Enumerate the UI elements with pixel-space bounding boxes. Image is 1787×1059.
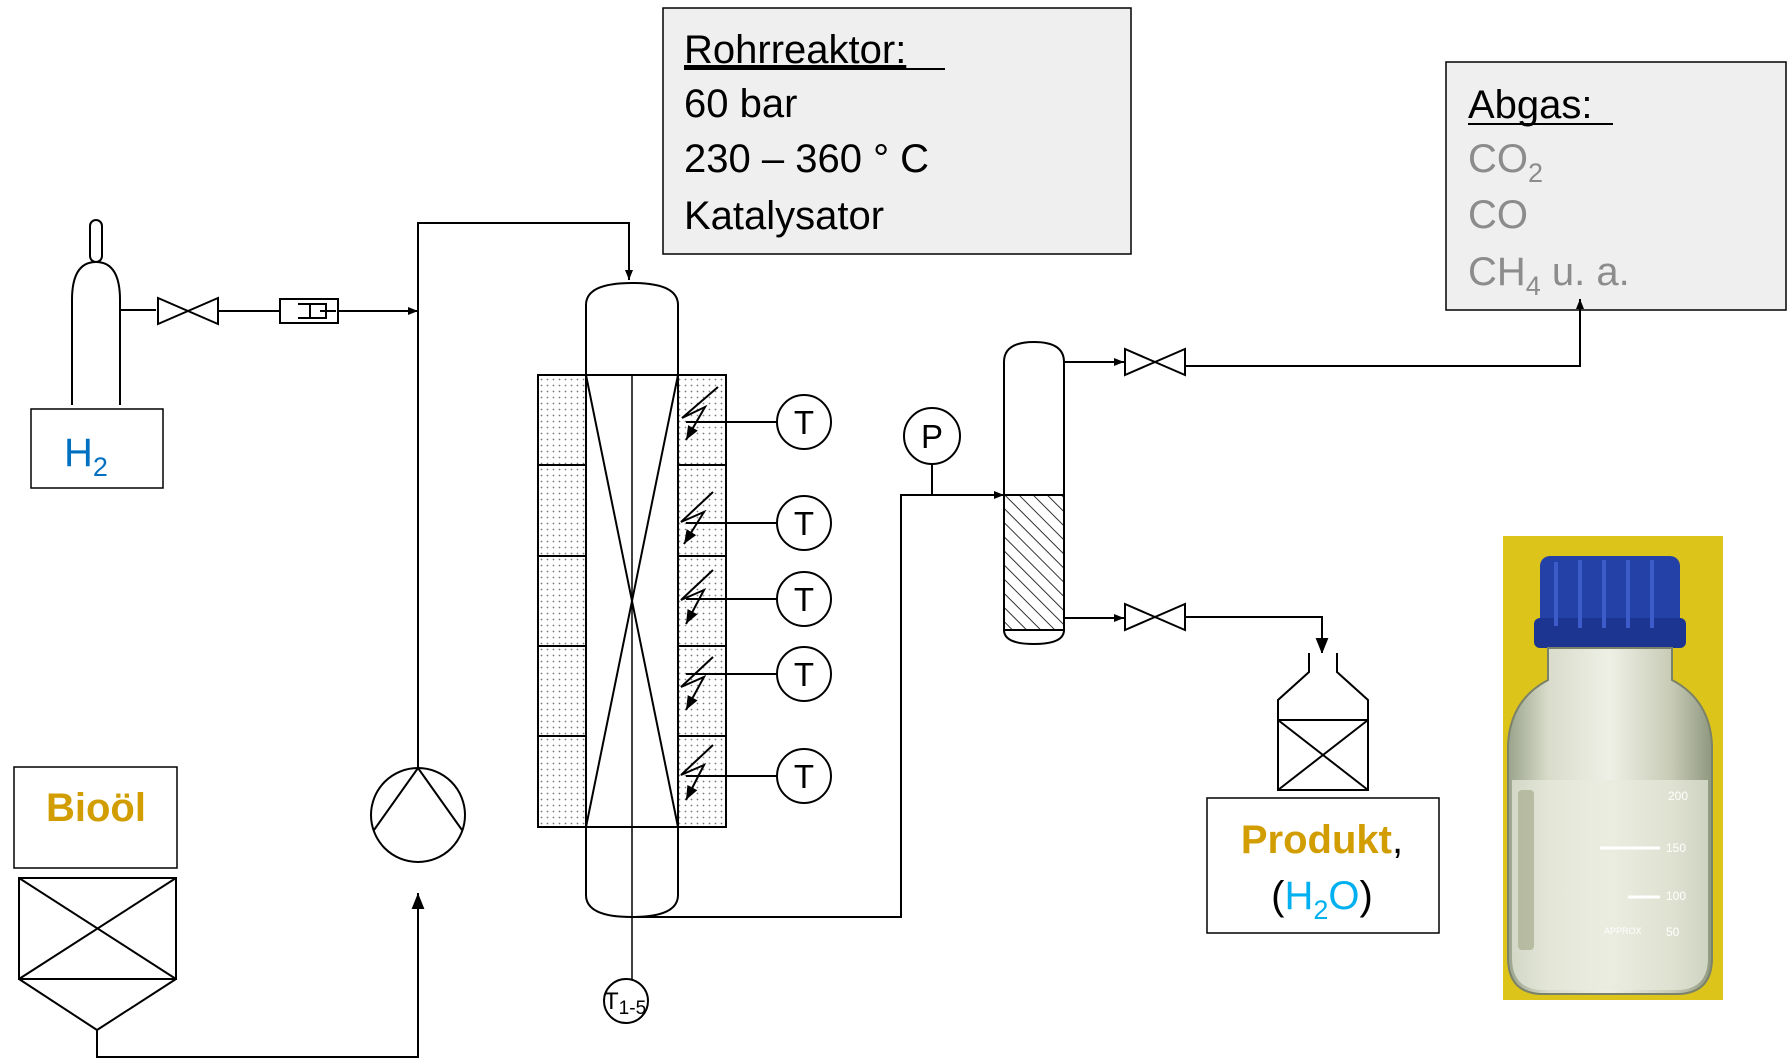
abgas-title: Abgas:: [1468, 83, 1593, 127]
multipoint-thermocouple: T1-5: [603, 978, 649, 1024]
svg-text:150: 150: [1666, 841, 1686, 855]
temperature-sensor: T: [680, 744, 832, 804]
reactor-pressure: 60 bar: [684, 82, 797, 126]
svg-text:T1-5: T1-5: [604, 988, 646, 1019]
abgas-ch4: CH4 u. a.: [1468, 250, 1630, 301]
svg-text:T: T: [794, 505, 814, 542]
temperature-sensor: T: [680, 569, 832, 627]
h2-feed-line: [157, 296, 418, 326]
reactor-outlet-line: [632, 464, 1004, 918]
temperature-sensors: T T T T T: [680, 386, 832, 804]
svg-text:T: T: [794, 581, 814, 618]
temperature-sensor: T: [681, 386, 832, 450]
abgas-co2: CO2: [1468, 137, 1543, 188]
flow-meter-icon: [279, 298, 339, 324]
biooel-label: Bioöl: [46, 786, 146, 830]
tube-reactor: [537, 281, 727, 983]
feed-line-to-reactor: [417, 222, 633, 768]
tank-icon: [18, 877, 177, 1032]
valve-icon: [157, 296, 219, 326]
h2-label: H2: [64, 431, 108, 482]
reactor-catalyst: Katalysator: [684, 194, 884, 238]
abgas-box: Abgas: CO2 CO CH4 u. a.: [1445, 61, 1787, 311]
h2-box: H2: [30, 408, 164, 489]
product-vessel-icon: [1277, 653, 1369, 791]
temperature-sensor: T: [680, 646, 832, 711]
svg-text:50: 50: [1666, 925, 1680, 939]
gas-cylinder-icon: [71, 219, 156, 405]
bottle-photo: 200 150 100 50 APPROX: [1503, 536, 1723, 1000]
svg-text:T: T: [794, 404, 814, 441]
reactor-box-title: Rohrreaktor:: [684, 28, 906, 72]
heating-jacket: [537, 374, 727, 828]
produkt-box: Produkt, (H2O): [1206, 797, 1440, 934]
pressure-gauge: P: [903, 407, 961, 465]
reactor-conditions-box: Rohrreaktor: 60 bar 230 – 360 ° C Kataly…: [662, 7, 1132, 255]
abgas-co: CO: [1468, 193, 1528, 237]
liquid-outlet-line: [1064, 602, 1329, 654]
valve-icon: [1124, 602, 1186, 632]
reactor-temperature: 230 – 360 ° C: [684, 137, 929, 181]
svg-text:APPROX: APPROX: [1604, 926, 1642, 936]
svg-text:T: T: [794, 758, 814, 795]
svg-text:200: 200: [1668, 789, 1688, 803]
pump-icon: [370, 766, 466, 863]
biooel-feed-line: [96, 893, 425, 1058]
water-label: (H2O): [1271, 874, 1373, 925]
svg-text:T: T: [794, 656, 814, 693]
valve-icon: [1124, 347, 1186, 377]
temperature-sensor: T: [680, 491, 832, 551]
separator-icon: [1003, 340, 1065, 646]
svg-text:100: 100: [1666, 889, 1686, 903]
produkt-label: Produkt,: [1241, 818, 1403, 862]
gas-outlet-line: [1064, 299, 1584, 377]
svg-text:P: P: [921, 418, 943, 455]
biooel-box: Bioöl: [13, 766, 178, 869]
